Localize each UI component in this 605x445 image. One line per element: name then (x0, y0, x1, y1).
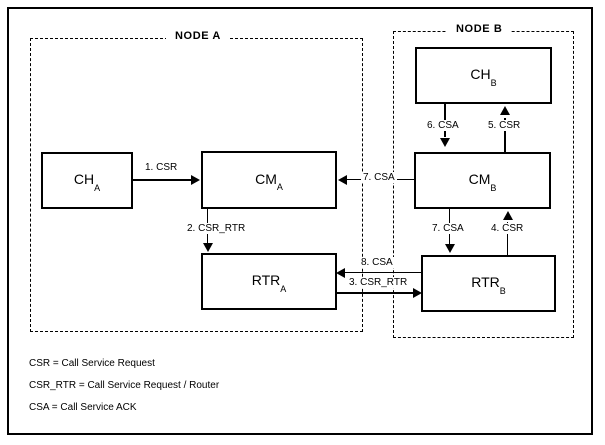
flow-8csa-label: 8. CSA (359, 257, 395, 268)
box-rtr-a-label: RTRA (251, 272, 287, 294)
node-b-title: NODE B (447, 23, 512, 35)
box-cm-b[interactable]: CMB (414, 152, 551, 209)
flow-6-arrowhead (440, 138, 450, 147)
legend-row-csa: CSA = Call Service ACK (29, 402, 137, 413)
box-cm-a-label: CMA (255, 170, 283, 193)
flow-8csa-arrowhead (336, 268, 345, 278)
box-rtr-b-label: RTRB (471, 274, 506, 296)
flow-1-line (133, 179, 193, 181)
flow-1-label: 1. CSR (143, 162, 180, 173)
flow-7-label: 7. CSA (430, 223, 466, 234)
node-group-a: NODE A (30, 30, 363, 332)
flow-6-label: 6. CSA (425, 120, 461, 131)
flow-5-arrowhead (500, 106, 510, 115)
flow-7csa-cross-label: 7. CSA (361, 172, 397, 183)
flow-2-label: 2. CSR_RTR (185, 223, 248, 234)
box-cm-a[interactable]: CMA (201, 151, 337, 209)
flow-5-label: 5. CSR (486, 120, 523, 131)
flow-4-label: 4. CSR (489, 223, 526, 234)
flow-7-arrowhead (445, 244, 455, 253)
box-ch-b[interactable]: CHB (415, 47, 552, 104)
box-rtr-a[interactable]: RTRA (201, 253, 337, 310)
box-cm-b-label: CMB (468, 171, 497, 193)
node-a-title: NODE A (166, 30, 230, 42)
legend-row-csr-rtr: CSR_RTR = Call Service Request / Router (29, 380, 220, 391)
box-rtr-b[interactable]: RTRB (421, 255, 556, 312)
box-ch-b-label: CHB (470, 66, 497, 88)
box-ch-a-label: CHA (73, 171, 101, 193)
flow-3-label: 3. CSR_RTR (347, 277, 410, 288)
legend-row-csr: CSR = Call Service Request (29, 358, 155, 369)
flow-2-arrowhead (203, 243, 213, 252)
flow-4-line (507, 222, 508, 255)
flow-7csa-cross-arrowhead (338, 175, 347, 185)
node-group-b: NODE B (393, 23, 574, 338)
legend: CSR = Call Service Request CSR_RTR = Cal… (29, 358, 219, 424)
diagram-outer-frame (7, 7, 593, 435)
box-ch-a[interactable]: CHA (41, 152, 133, 209)
flow-3-line (337, 292, 417, 294)
flow-3-arrowhead (413, 288, 422, 298)
flow-8csa-line (345, 272, 445, 273)
flow-5-line (504, 118, 506, 152)
flow-4-arrowhead (503, 211, 513, 220)
flow-1-arrowhead (191, 175, 200, 185)
